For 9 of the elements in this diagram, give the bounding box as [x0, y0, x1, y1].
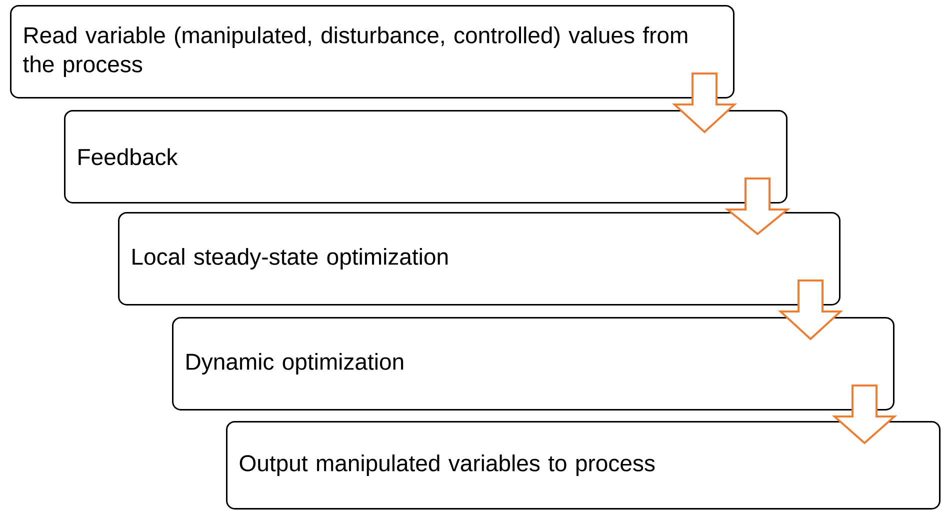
block-arrow [724, 177, 790, 236]
process-box: Dynamic optimization [172, 316, 894, 410]
block-arrow [832, 384, 898, 444]
block-arrow [672, 72, 738, 134]
process-box: Read variable (manipulated, disturbance, controlled) values from the process [10, 5, 734, 98]
block-arrow [778, 279, 844, 340]
process-box: Output manipulated variables to process [226, 420, 940, 510]
process-box: Feedback [64, 110, 788, 204]
process-box: Local steady-state optimization [118, 212, 840, 306]
